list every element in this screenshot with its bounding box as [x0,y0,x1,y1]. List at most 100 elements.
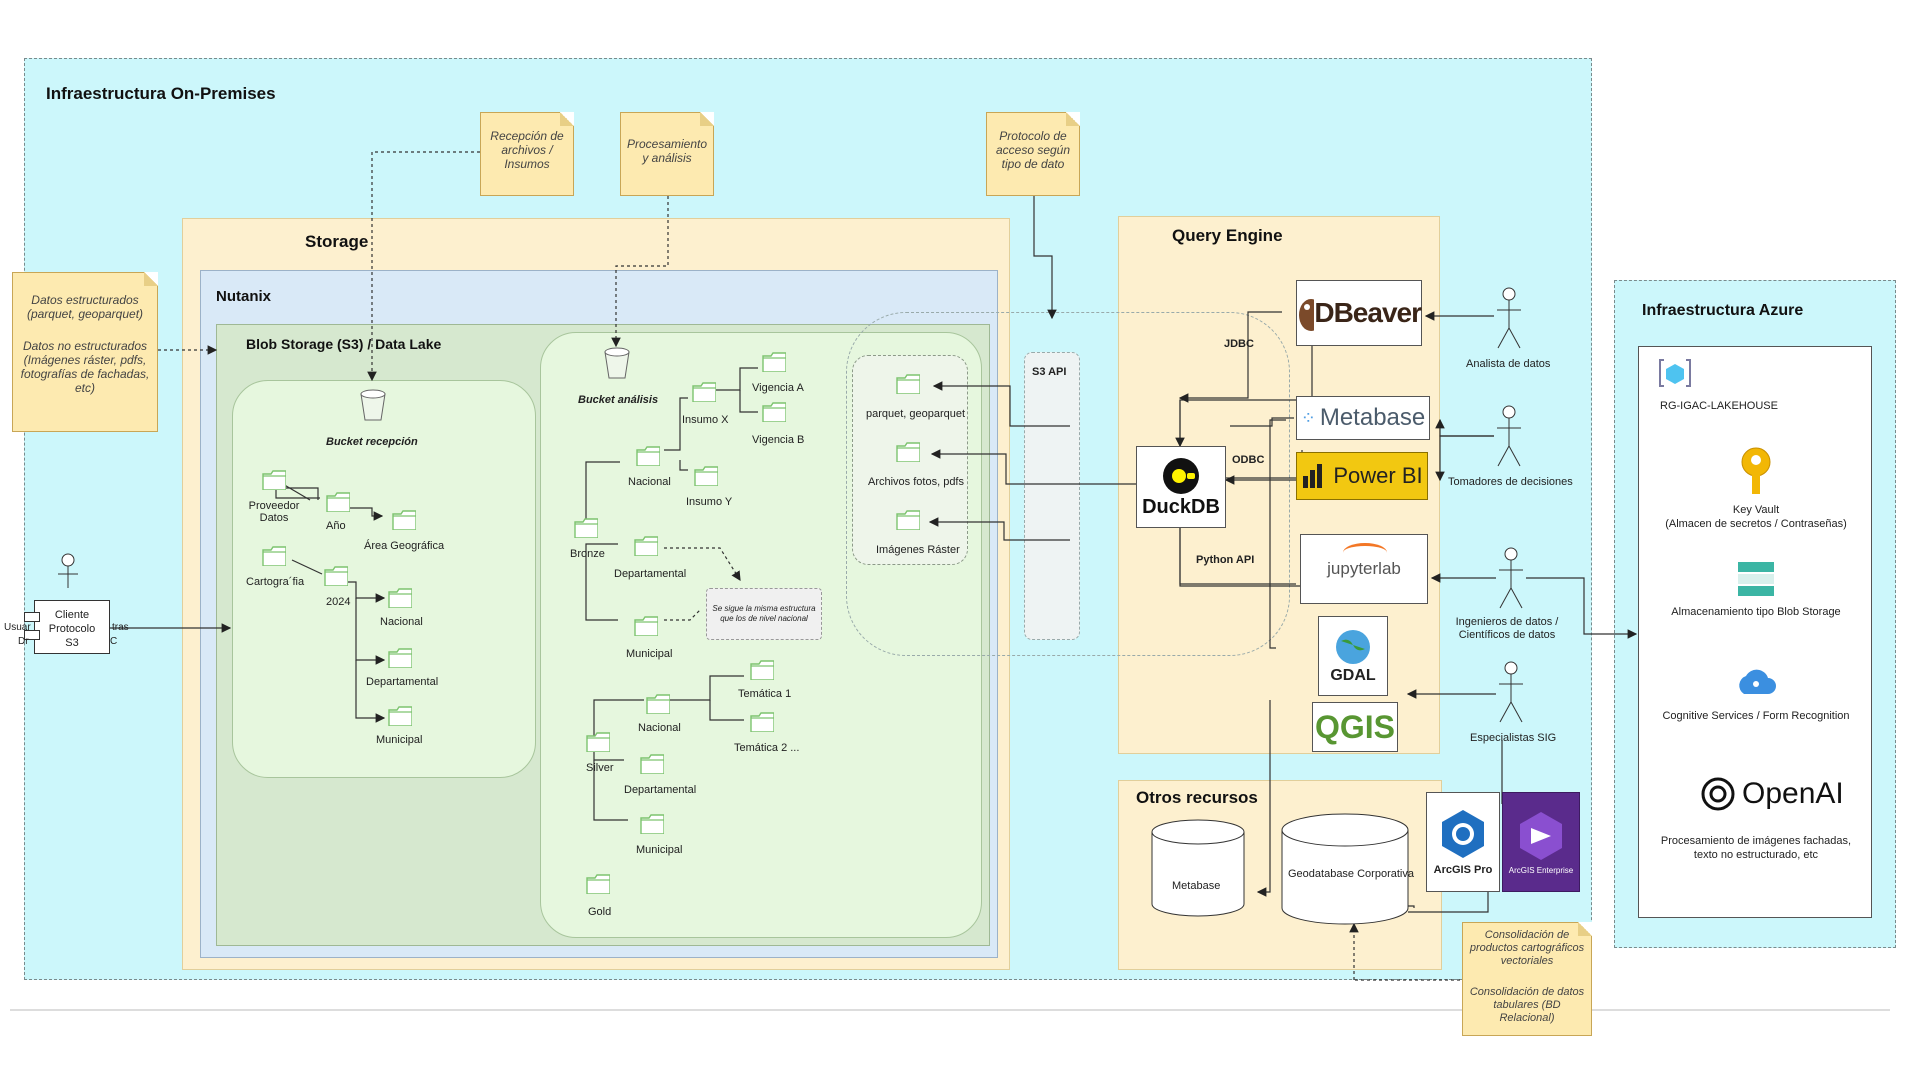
cliente-dr: Dr [18,636,29,647]
jupyter-icon [1343,543,1387,562]
folder-nacional-a-icon [636,446,660,466]
cognitive-services-icon [1739,669,1776,694]
folder-label-silver-departamental: Departamental [624,784,697,796]
folder-label-2024: 2024 [326,596,351,608]
azure-rg-label: RG-IGAC-LAKEHOUSE [1660,400,1778,412]
bucket-recepcion-container [232,380,536,778]
key-vault-icon [1741,447,1771,494]
actor-ingenieros-icon [1496,546,1526,616]
folder-tematica1-icon [750,660,774,680]
query-engine-title: Query Engine [1172,226,1283,245]
datalake-title: Blob Storage (S3) / Data Lake [246,336,442,352]
folder-bronze-icon [574,518,598,538]
geodatabase-label: Geodatabase Corporativa [1288,868,1414,880]
folder-municipal-a-icon [634,616,658,636]
bucket-recepcion-icon [360,389,386,421]
azure-title: Infraestructura Azure [1642,302,1804,319]
arcgis-pro-tile: ArcGIS Pro [1426,792,1500,892]
folder-label-proveedor: Proveedor Datos [248,500,300,524]
s3api-column [1024,352,1080,640]
format-label-raster: Imágenes Ráster [876,544,960,556]
note-datos-estructurados: Datos estructurados (parquet, geoparquet… [26,293,144,321]
azure-blob-label: Almacenamiento tipo Blob Storage [1671,606,1841,618]
nutanix-title: Nutanix [216,288,272,305]
bucket-recepcion-label: Bucket recepción [326,436,418,448]
powerbi-icon [1303,464,1323,488]
azure-openai-sub: Procesamiento de imágenes fachadas, text… [1660,835,1852,861]
folder-vigencia-b-icon [762,402,786,422]
dbeaver-label: DBeaver [1314,297,1422,328]
folder-label-vigencia-a: Vigencia A [752,382,804,394]
folder-label-tematica1: Temática 1 [738,688,792,700]
folder-label-cartografia: Cartogra´fia [246,576,305,588]
resource-group-icon [1659,359,1691,387]
python-api-label: Python API [1196,554,1255,566]
arcgis-enterprise-tile: ArcGIS Enterprise [1502,792,1580,892]
note-procesamiento: Procesamiento y análisis [620,112,714,196]
openai-icon [1701,777,1735,811]
folder-label-silver: Silver [586,762,614,774]
jupyter-tile: jupyter lab [1300,534,1428,604]
cliente-box [34,600,110,654]
azure-keyvault-sub: (Almacen de secretos / Contraseñas) [1665,518,1847,530]
actor-analista-icon [1494,286,1524,356]
odbc-label: ODBC [1232,454,1265,466]
onprem-title: Infraestructura On-Premises [46,84,276,103]
arcgis-pro-label: ArcGIS Pro [1433,864,1493,876]
misma-estructura-box [706,588,822,640]
folder-departamental-r-icon [388,648,412,668]
jupyter-lab-label: lab [1378,559,1401,578]
folder-municipal-r-icon [388,706,412,726]
openai-label: OpenAI [1742,777,1844,810]
dbeaver-icon [1299,299,1315,331]
folder-label-anio: Año [326,520,346,532]
bucket-analisis-label: Bucket análisis [578,394,659,406]
folder-label-area: Área Geográfica [364,540,445,552]
folder-silver-nacional-icon [646,694,670,714]
qgis-tile: QGIS [1312,702,1398,752]
format-label-parquet: parquet, geoparquet [866,408,966,420]
folder-archivos-icon [896,442,920,462]
note-recepcion: Recepción de archivos / Insumos [480,112,574,196]
actor-especialistas-label: Especialistas SIG [1470,732,1557,744]
folder-cartografia-icon [262,546,286,566]
metabase-label: Metabase [1319,404,1426,431]
folder-label-municipal-a: Municipal [626,648,673,660]
folder-insumo-y-icon [694,466,718,486]
folder-label-departamental-r: Departamental [366,676,439,688]
metabase-db-icon [1151,819,1245,917]
dbeaver-tile: DBeaver [1296,280,1422,346]
folder-silver-icon [586,732,610,752]
powerbi-tile: Power BI [1296,452,1428,500]
otros-recursos-title: Otros recursos [1136,788,1258,807]
cliente-port-2 [24,630,40,640]
folder-label-silver-municipal: Municipal [636,844,683,856]
folder-gold-icon [586,874,610,894]
cliente-label: Cliente Protocolo S3 [48,609,96,649]
cliente-tras: tras [112,622,129,633]
note-protocolo: Protocolo de acceso según tipo de dato [986,112,1080,196]
access-group [846,312,1290,656]
jdbc-label: JDBC [1224,338,1254,350]
folder-label-departamental-a: Departamental [614,568,687,580]
actor-tomadores-label: Tomadores de decisiones [1448,476,1573,488]
folder-parquet-icon [896,374,920,394]
format-label-archivos: Archivos fotos, pdfs [868,476,964,488]
metabase-icon: ⁘ [1300,407,1316,428]
cliente-port-1 [24,612,40,622]
azure-cognitive-label: Cognitive Services / Form Recognition [1662,710,1850,722]
folder-label-insumo-x: Insumo X [682,414,729,426]
note-consolidacion: Consolidación de productos cartográficos… [1462,922,1592,1036]
folder-label-insumo-y: Insumo Y [686,496,733,508]
duckdb-icon [1163,457,1199,494]
arcgis-enterprise-icon [1520,811,1562,860]
jupyter-label: jupyter [1327,559,1379,578]
cliente-c: C [110,636,118,647]
storage-title: Storage [305,232,369,251]
folder-area-icon [392,510,416,530]
note-datos: Datos estructurados (parquet, geoparquet… [12,272,158,432]
folder-label-tematica2: Temática 2 ... [734,742,800,754]
duckdb-label: DuckDB [1142,495,1220,518]
gdal-icon [1336,630,1370,664]
